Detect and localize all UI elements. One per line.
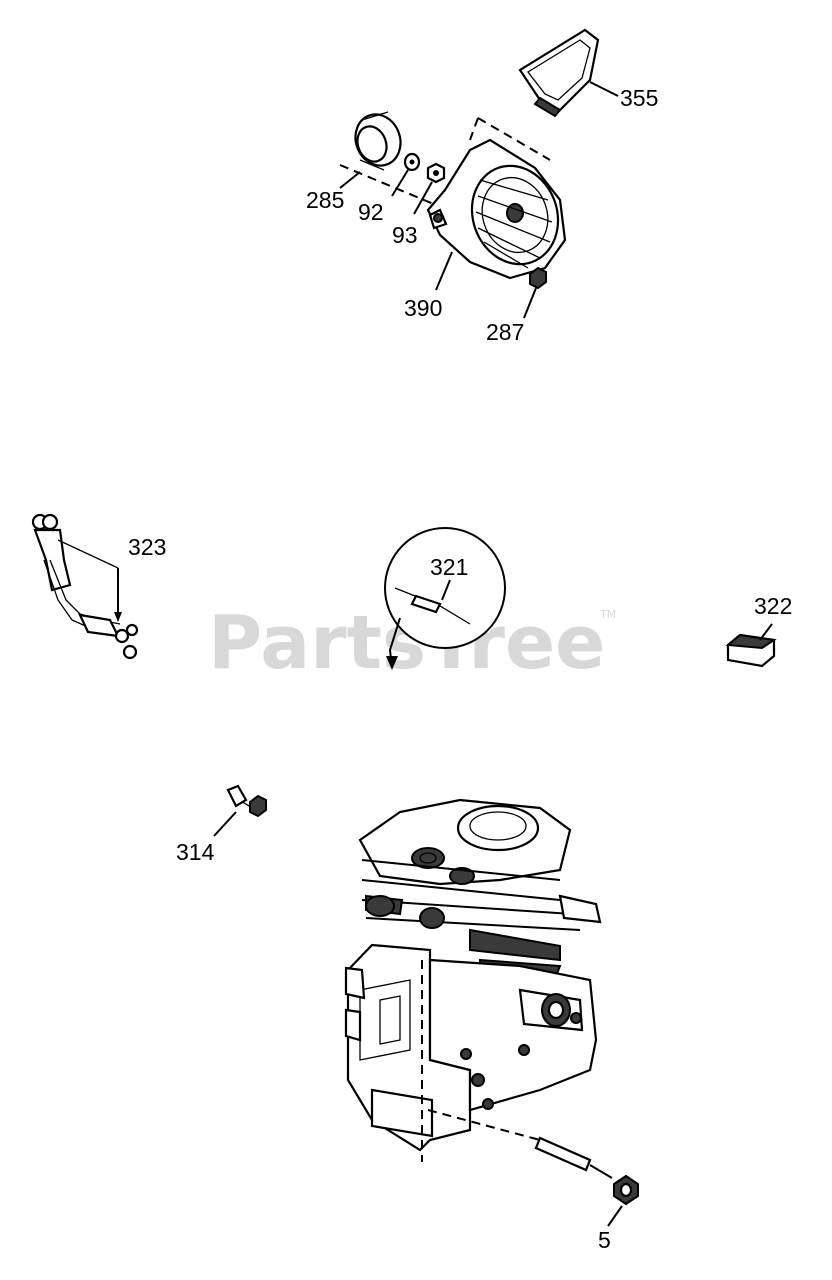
- guide-line-355b: [469, 117, 479, 141]
- callout-323: 323: [128, 534, 166, 560]
- callout-285: 285: [306, 187, 344, 213]
- part-287-nut[interactable]: [529, 266, 547, 290]
- part-5-nut[interactable]: [607, 1174, 639, 1227]
- callout-355: 355: [620, 85, 658, 111]
- part-285-collar[interactable]: [348, 108, 407, 172]
- leader-285: [339, 171, 361, 189]
- callout-322: 322: [754, 593, 792, 619]
- part-314-bolt[interactable]: [213, 784, 267, 837]
- callout-92: 92: [358, 199, 384, 225]
- part-321-inset[interactable]: [384, 527, 506, 670]
- part-dowel-pin[interactable]: [534, 1136, 613, 1179]
- part-323-harness[interactable]: [31, 513, 139, 660]
- callout-5: 5: [598, 1227, 611, 1253]
- guide-line-dowel: [427, 1109, 541, 1141]
- part-390-starter[interactable]: [426, 138, 572, 280]
- part-322-block[interactable]: [725, 623, 777, 668]
- callout-93: 93: [392, 222, 418, 248]
- callout-390: 390: [404, 295, 442, 321]
- callout-321: 321: [430, 554, 468, 580]
- watermark-trademark: TM: [599, 608, 616, 621]
- part-93-nut[interactable]: [426, 162, 446, 184]
- leader-287: [523, 287, 537, 319]
- part-92-washer[interactable]: [403, 152, 421, 172]
- leader-93: [413, 181, 433, 215]
- callout-314: 314: [176, 839, 215, 865]
- part-355-bracket[interactable]: [518, 28, 619, 118]
- leader-92: [391, 169, 409, 197]
- callout-287: 287: [486, 319, 524, 345]
- leader-390: [435, 251, 453, 291]
- engine-block[interactable]: [344, 798, 602, 1152]
